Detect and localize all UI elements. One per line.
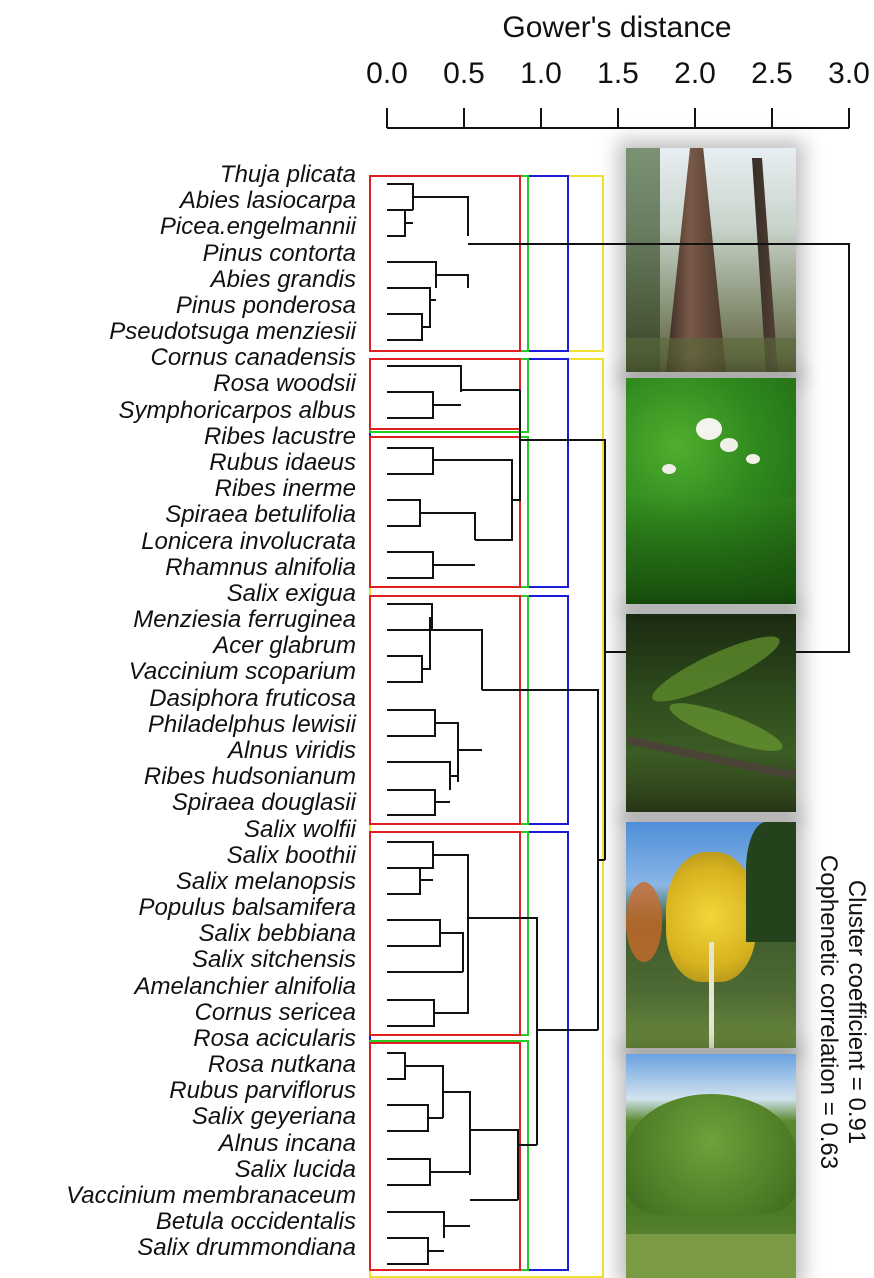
species-label: Rosa nutkana bbox=[208, 1052, 356, 1078]
species-label: Salix geyeriana bbox=[192, 1104, 356, 1130]
species-label: Salix melanopsis bbox=[176, 869, 356, 895]
species-label: Symphoricarpos albus bbox=[119, 398, 356, 424]
species-label: Ribes hudsonianum bbox=[144, 764, 356, 790]
species-label: Rosa acicularis bbox=[193, 1026, 356, 1052]
species-label: Rhamnus alnifolia bbox=[165, 555, 356, 581]
cluster-box-red bbox=[370, 176, 520, 351]
species-label: Vaccinium scoparium bbox=[129, 659, 356, 685]
species-label: Alnus incana bbox=[219, 1131, 356, 1157]
cluster-box-green bbox=[370, 1041, 528, 1270]
species-label: Salix boothii bbox=[227, 843, 356, 869]
species-label: Pinus contorta bbox=[203, 241, 356, 267]
species-label: Cornus canadensis bbox=[151, 345, 356, 371]
species-label: Pinus ponderosa bbox=[176, 293, 356, 319]
species-label: Salix bebbiana bbox=[199, 921, 356, 947]
species-label: Rubus idaeus bbox=[209, 450, 356, 476]
cluster-boxes bbox=[370, 176, 603, 1277]
species-label: Ribes inerme bbox=[215, 476, 356, 502]
species-label: Spiraea betulifolia bbox=[165, 502, 356, 528]
species-label: Betula occidentalis bbox=[156, 1209, 356, 1235]
species-label: Salix lucida bbox=[235, 1157, 356, 1183]
species-label: Alnus viridis bbox=[228, 738, 356, 764]
species-label: Pseudotsuga menziesii bbox=[109, 319, 356, 345]
species-label: Menziesia ferruginea bbox=[133, 607, 356, 633]
cluster-box-green bbox=[370, 176, 528, 351]
species-label: Lonicera involucrata bbox=[141, 529, 356, 555]
species-label: Salix exigua bbox=[227, 581, 356, 607]
statistics-annotation: Cluster coefficient = 0.91 Cophenetic co… bbox=[812, 832, 870, 1192]
species-label: Abies grandis bbox=[211, 267, 356, 293]
species-label: Spiraea douglasii bbox=[172, 790, 356, 816]
species-label: Thuja plicata bbox=[220, 162, 356, 188]
cophenetic-correlation-text: Cophenetic correlation = 0.63 bbox=[814, 832, 842, 1192]
distance-axis bbox=[387, 108, 849, 128]
dendrogram-branches bbox=[387, 184, 849, 1264]
species-label: Populus balsamifera bbox=[139, 895, 356, 921]
species-label: Picea.engelmannii bbox=[160, 214, 356, 240]
species-label: Rubus parviflorus bbox=[169, 1078, 356, 1104]
cluster-box-green bbox=[370, 359, 528, 432]
species-label: Salix sitchensis bbox=[192, 947, 356, 973]
species-label: Philadelphus lewisii bbox=[148, 712, 356, 738]
cluster-coefficient-text: Cluster coefficient = 0.91 bbox=[842, 832, 870, 1192]
species-label: Acer glabrum bbox=[213, 633, 356, 659]
species-label: Vaccinium membranaceum bbox=[66, 1183, 356, 1209]
species-label: Amelanchier alnifolia bbox=[135, 974, 356, 1000]
species-label: Salix drummondiana bbox=[137, 1235, 356, 1261]
species-label: Ribes lacustre bbox=[204, 424, 356, 450]
species-label: Cornus sericea bbox=[195, 1000, 356, 1026]
species-label: Abies lasiocarpa bbox=[180, 188, 356, 214]
species-label: Dasiphora fruticosa bbox=[149, 686, 356, 712]
species-label: Salix wolfii bbox=[244, 817, 356, 843]
species-label: Rosa woodsii bbox=[213, 371, 356, 397]
